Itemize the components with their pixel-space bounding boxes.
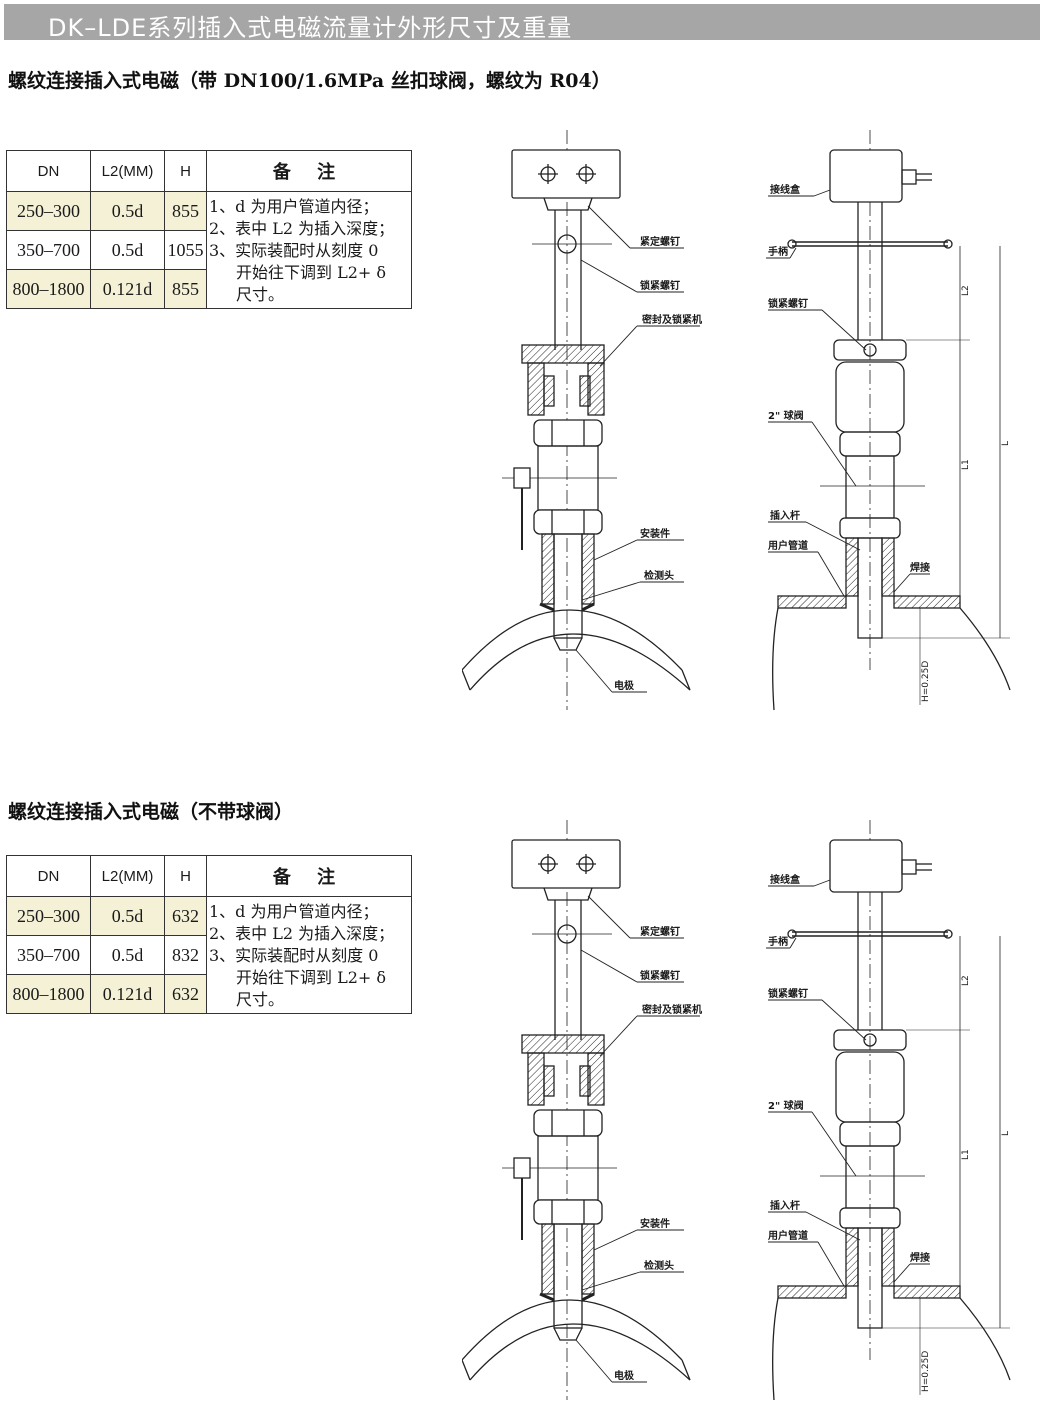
col-dn-header: DN xyxy=(6,150,91,192)
section-2-title: 螺纹连接插入式电磁（不带球阀） xyxy=(8,801,294,823)
col-l2-header: L2(MM) xyxy=(90,855,165,897)
col-l2-header: L2(MM) xyxy=(90,150,165,192)
right-installation-drawing: 接线盒 手柄 锁紧螺钉 2" 球阀 插入杆 用户管道 焊接 L2 L1 L H=… xyxy=(766,130,1011,710)
table-row: 250–300 0.5d 632 1、d 为用户管道内径； 2、表中 L2 为插… xyxy=(6,896,412,1014)
cell-l2: 0.121d xyxy=(90,974,165,1014)
label-set-screw: 紧定螺钉 xyxy=(640,925,680,938)
label-user-pipe: 用户管道 xyxy=(767,1229,808,1242)
cell-h: 1055 xyxy=(164,230,207,270)
cell-h: 832 xyxy=(164,935,207,975)
title-banner: DK–LDE系列插入式电磁流量计外形尺寸及重量 xyxy=(4,4,1040,42)
cell-dn: 350–700 xyxy=(6,935,91,975)
label-probe: 检测头 xyxy=(644,569,674,582)
label-mount: 安装件 xyxy=(640,527,670,540)
note-line: 开始往下调到 L2+ δ xyxy=(236,263,387,282)
cell-dn: 800–1800 xyxy=(6,974,91,1014)
note-line: 1、d 为用户管道内径； xyxy=(209,197,379,216)
label-probe: 检测头 xyxy=(644,1259,674,1272)
label-lock-screw: 锁紧螺钉 xyxy=(640,279,680,292)
dim-l2: L2 xyxy=(961,285,971,296)
table-row: 800–1800 0.121d 632 xyxy=(6,974,412,1014)
label-junction-box: 接线盒 xyxy=(770,873,801,886)
note-line: 3、实际装配时从刻度 0 xyxy=(209,241,379,260)
cell-dn: 250–300 xyxy=(6,191,91,231)
dim-l: L xyxy=(1001,1131,1011,1136)
label-seal: 密封及锁紧机构 xyxy=(642,313,702,326)
cell-l2: 0.121d xyxy=(90,269,165,309)
note-line: 尺寸。 xyxy=(236,285,285,304)
table-row: 350–700 0.5d 832 xyxy=(6,935,412,975)
drawing-1-right: 接线盒 手柄 锁紧螺钉 2" 球阀 插入杆 用户管道 焊接 L2 L1 L H=… xyxy=(760,130,1040,710)
dim-l1: L1 xyxy=(961,1149,971,1160)
label-insertion-rod: 插入杆 xyxy=(770,1199,800,1212)
cell-dn: 250–300 xyxy=(6,896,91,936)
dim-h: H=0.25D xyxy=(921,1351,931,1392)
col-h-header: H xyxy=(164,855,207,897)
label-lock-screw: 锁紧螺钉 xyxy=(768,987,808,1000)
note-line: 3、实际装配时从刻度 0 xyxy=(209,946,379,965)
spec-table-1: DN L2(MM) H 备 注 250–300 0.5d 855 1、d 为用户… xyxy=(6,150,412,309)
table-row: 350–700 0.5d 1055 xyxy=(6,230,412,270)
note-line: 1、d 为用户管道内径； xyxy=(209,902,379,921)
label-junction-box: 接线盒 xyxy=(770,183,801,196)
cell-l2: 0.5d xyxy=(90,191,165,231)
dim-l2: L2 xyxy=(961,975,971,986)
left-installation-drawing: 紧定螺钉 锁紧螺钉 密封及锁紧机构 安装件 检测头 电极 xyxy=(462,820,702,1400)
cell-dn: 350–700 xyxy=(6,230,91,270)
cell-l2: 0.5d xyxy=(90,230,165,270)
label-lock-screw: 锁紧螺钉 xyxy=(768,297,808,310)
label-seal: 密封及锁紧机构 xyxy=(642,1003,702,1016)
label-electrode: 电极 xyxy=(614,679,635,692)
label-weld: 焊接 xyxy=(910,561,930,574)
cell-l2: 0.5d xyxy=(90,896,165,936)
label-weld: 焊接 xyxy=(910,1251,930,1264)
table-row: 250–300 0.5d 855 1、d 为用户管道内径； 2、表中 L2 为插… xyxy=(6,191,412,309)
notes-cell: 1、d 为用户管道内径； 2、表中 L2 为插入深度； 3、实际装配时从刻度 0… xyxy=(206,896,412,1014)
note-line: 2、表中 L2 为插入深度； xyxy=(209,924,395,943)
label-handle: 手柄 xyxy=(768,935,788,948)
table-header-row: DN L2(MM) H 备 注 xyxy=(6,855,412,897)
label-ball-valve: 2" 球阀 xyxy=(768,1099,804,1112)
label-electrode: 电极 xyxy=(614,1369,635,1382)
left-installation-drawing: 紧定螺钉 锁紧螺钉 密封及锁紧机构 安装件 检测头 电极 xyxy=(462,130,702,710)
drawing-2-left: 紧定螺钉 锁紧螺钉 密封及锁紧机构 安装件 检测头 电极 xyxy=(462,820,702,1400)
label-insertion-rod: 插入杆 xyxy=(770,509,800,522)
note-line: 开始往下调到 L2+ δ xyxy=(236,968,387,987)
spec-table-2: DN L2(MM) H 备 注 250–300 0.5d 632 1、d 为用户… xyxy=(6,855,412,1014)
col-note-header: 备 注 xyxy=(206,150,412,192)
notes-cell: 1、d 为用户管道内径； 2、表中 L2 为插入深度； 3、实际装配时从刻度 0… xyxy=(206,191,412,309)
section-1-title: 螺纹连接插入式电磁（带 DN100/1.6MPa 丝扣球阀，螺纹为 R04） xyxy=(8,70,611,92)
label-mount: 安装件 xyxy=(640,1217,670,1230)
cell-h: 855 xyxy=(164,269,207,309)
label-set-screw: 紧定螺钉 xyxy=(640,235,680,248)
col-note-header: 备 注 xyxy=(206,855,412,897)
label-user-pipe: 用户管道 xyxy=(767,539,808,552)
drawing-1-left: 紧定螺钉 锁紧螺钉 密封及锁紧机构 安装件 检测头 电极 xyxy=(462,130,702,710)
table-header-row: DN L2(MM) H 备 注 xyxy=(6,150,412,192)
drawing-2-right: 接线盒 手柄 锁紧螺钉 2" 球阀 插入杆 用户管道 焊接 L2 L1 L H=… xyxy=(760,820,1040,1400)
cell-l2: 0.5d xyxy=(90,935,165,975)
cell-h: 855 xyxy=(164,191,207,231)
cell-dn: 800–1800 xyxy=(6,269,91,309)
note-line: 2、表中 L2 为插入深度； xyxy=(209,219,395,238)
dim-h: H=0.25D xyxy=(921,661,931,702)
note-line: 尺寸。 xyxy=(236,990,285,1009)
cell-h: 632 xyxy=(164,974,207,1014)
dim-l: L xyxy=(1001,441,1011,446)
dim-l1: L1 xyxy=(961,459,971,470)
cell-h: 632 xyxy=(164,896,207,936)
right-installation-drawing: 接线盒 手柄 锁紧螺钉 2" 球阀 插入杆 用户管道 焊接 L2 L1 L H=… xyxy=(766,820,1011,1400)
label-handle: 手柄 xyxy=(768,245,788,258)
label-lock-screw: 锁紧螺钉 xyxy=(640,969,680,982)
label-ball-valve: 2" 球阀 xyxy=(768,409,804,422)
col-dn-header: DN xyxy=(6,855,91,897)
table-row: 800–1800 0.121d 855 xyxy=(6,269,412,309)
page-title: DK–LDE系列插入式电磁流量计外形尺寸及重量 xyxy=(48,14,573,42)
col-h-header: H xyxy=(164,150,207,192)
